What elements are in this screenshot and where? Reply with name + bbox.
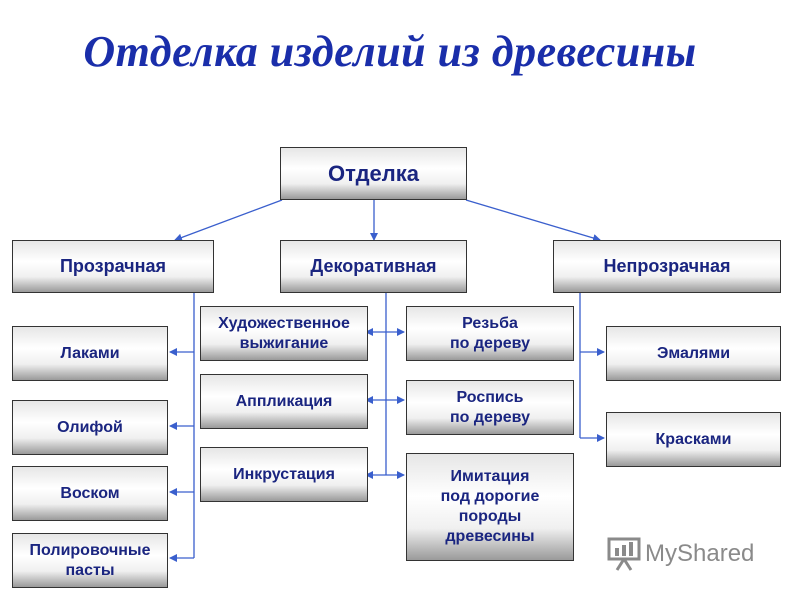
transparent-item-polishing-paste: Полировочные пасты [12,533,168,588]
opaque-item-paint: Красками [606,412,781,467]
page-title: Отделка изделий из древесины [83,27,697,76]
opaque-item-enamel: Эмалями [606,326,781,381]
decorative-item-inlay: Инкрустация [200,447,368,502]
decorative-item-applique: Аппликация [200,374,368,429]
root-node: Отделка [280,147,467,200]
transparent-item-wax: Воском [12,466,168,521]
watermark-text: MyShared [645,540,755,567]
presentation-board-icon [607,537,641,571]
decorative-item-imitation: Имитация под дорогие породы древесины [406,453,574,561]
decorative-item-carving: Резьба по дереву [406,306,574,361]
decorative-item-painting: Роспись по дереву [406,380,574,435]
transparent-item-varnish: Лаками [12,326,168,381]
category-decorative: Декоративная [280,240,467,293]
category-transparent: Прозрачная [12,240,214,293]
transparent-item-drying-oil: Олифой [12,400,168,455]
category-opaque: Непрозрачная [553,240,781,293]
watermark-logo: MyShared [607,536,754,572]
decorative-item-burning: Художественное выжигание [200,306,368,361]
